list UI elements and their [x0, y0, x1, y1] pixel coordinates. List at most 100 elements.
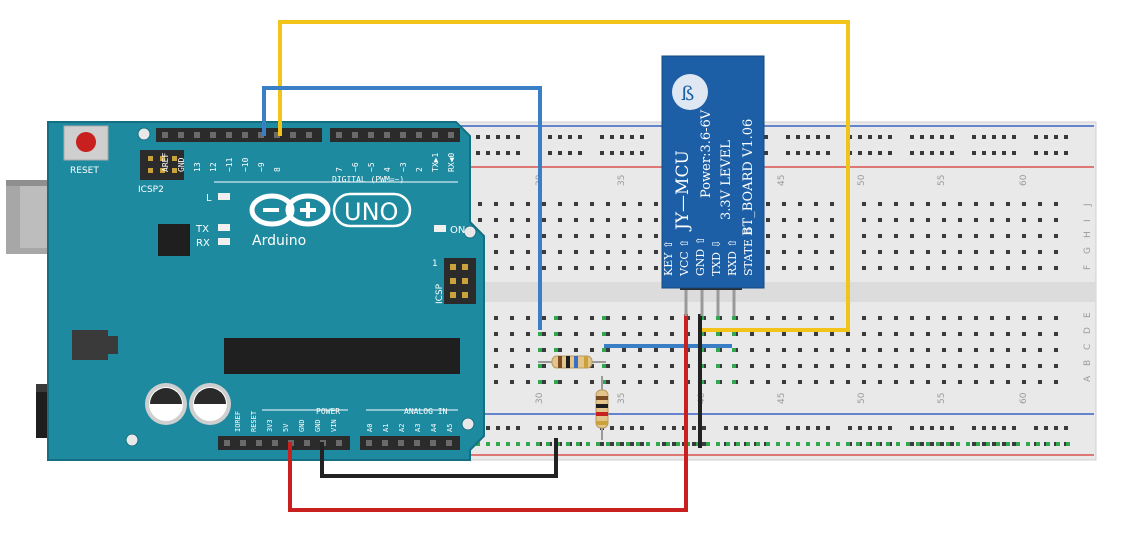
- connected-hole: [716, 332, 720, 336]
- rail-hole: [796, 135, 800, 139]
- breadboard-hole: [894, 266, 898, 270]
- breadboard-hole: [606, 332, 610, 336]
- bluetooth-module-jy-mcu: ß JY—MCU Power:3.6-6V 3.3V LEVEL BT_BOAR…: [661, 55, 765, 316]
- header-pin: [306, 132, 312, 138]
- rail-hole: [972, 426, 976, 430]
- breadboard-hole: [878, 380, 882, 384]
- breadboard-hole: [638, 364, 642, 368]
- breadboard-hole: [590, 364, 594, 368]
- breadboard-hole: [910, 348, 914, 352]
- voltage-regulator-tab: [108, 336, 118, 354]
- connected-hole: [996, 442, 1000, 446]
- rail-hole: [1044, 426, 1048, 430]
- breadboard-hole: [1054, 332, 1058, 336]
- breadboard-hole: [622, 332, 626, 336]
- connected-hole: [886, 442, 890, 446]
- mounting-hole: [125, 433, 139, 447]
- breadboard-hole: [494, 250, 498, 254]
- breadboard-hole: [862, 348, 866, 352]
- rail-hole: [816, 151, 820, 155]
- rail-hole: [1012, 151, 1016, 155]
- rail-hole: [558, 135, 562, 139]
- rail-hole: [506, 426, 510, 430]
- wire-red-5v: [288, 314, 688, 512]
- rail-hole: [702, 426, 706, 430]
- connected-hole: [554, 348, 558, 352]
- breadboard-hole: [606, 250, 610, 254]
- breadboard-hole: [494, 202, 498, 206]
- breadboard-hole: [606, 380, 610, 384]
- header-pin: [336, 132, 342, 138]
- breadboard-hole: [1054, 218, 1058, 222]
- breadboard-hole: [606, 218, 610, 222]
- capacitor: [189, 383, 231, 425]
- breadboard-hole: [526, 234, 530, 238]
- connected-hole: [876, 442, 880, 446]
- breadboard-hole: [510, 218, 514, 222]
- breadboard-hole: [974, 332, 978, 336]
- digital-header: [156, 128, 460, 142]
- breadboard-hole: [558, 332, 562, 336]
- breadboard-hole: [990, 348, 994, 352]
- breadboard-hole: [526, 316, 530, 320]
- rail-hole: [868, 426, 872, 430]
- breadboard-hole: [878, 234, 882, 238]
- breadboard-hole: [766, 266, 770, 270]
- breadboard-hole: [974, 250, 978, 254]
- rail-hole: [744, 426, 748, 430]
- pin-label: RESET: [250, 410, 258, 432]
- breadboard-hole: [958, 266, 962, 270]
- rail-hole: [578, 151, 582, 155]
- breadboard-hole: [622, 348, 626, 352]
- breadboard-hole: [878, 364, 882, 368]
- breadboard-hole: [590, 380, 594, 384]
- rail-hole: [496, 426, 500, 430]
- connected-hole: [602, 364, 606, 368]
- connected-hole: [496, 442, 500, 446]
- rail-hole: [786, 151, 790, 155]
- breadboard-hole: [510, 316, 514, 320]
- header-pin: [304, 440, 310, 446]
- breadboard-hole: [782, 250, 786, 254]
- breadboard-hole: [526, 202, 530, 206]
- breadboard-hole: [878, 218, 882, 222]
- breadboard-hole: [1054, 364, 1058, 368]
- rail-hole: [672, 442, 676, 446]
- breadboard-hole: [830, 348, 834, 352]
- connected-hole: [1026, 442, 1030, 446]
- breadboard-hole: [622, 218, 626, 222]
- wire-black-gnd: [320, 438, 558, 478]
- rail-hole: [1012, 442, 1016, 446]
- breadboard-hole: [990, 316, 994, 320]
- breadboard-hole: [974, 266, 978, 270]
- breadboard-hole: [926, 316, 930, 320]
- module-pin-label-state: STATE ⇩: [742, 226, 755, 276]
- breadboard-hole: [574, 332, 578, 336]
- mounting-hole: [463, 225, 477, 239]
- breadboard-hole: [574, 380, 578, 384]
- breadboard-hole: [958, 364, 962, 368]
- breadboard-hole: [510, 250, 514, 254]
- breadboard-hole: [990, 218, 994, 222]
- connected-hole: [476, 442, 480, 446]
- breadboard-hole: [782, 266, 786, 270]
- breadboard-hole: [910, 380, 914, 384]
- connected-hole: [846, 442, 850, 446]
- header-pin: [432, 132, 438, 138]
- rail-hole: [826, 426, 830, 430]
- rail-hole: [878, 151, 882, 155]
- reset-button[interactable]: [63, 125, 109, 161]
- header-pin: [366, 440, 372, 446]
- row-letter-h: H: [1083, 231, 1093, 238]
- breadboard-hole: [926, 234, 930, 238]
- rail-hole: [910, 442, 914, 446]
- rail-hole: [982, 135, 986, 139]
- rail-hole: [558, 426, 562, 430]
- mounting-hole: [137, 127, 151, 141]
- uno-badge: [332, 192, 412, 228]
- breadboard-hole: [574, 218, 578, 222]
- breadboard-hole: [510, 332, 514, 336]
- pin-label: IOREF: [234, 411, 242, 432]
- breadboard-hole: [750, 332, 754, 336]
- breadboard-hole: [526, 348, 530, 352]
